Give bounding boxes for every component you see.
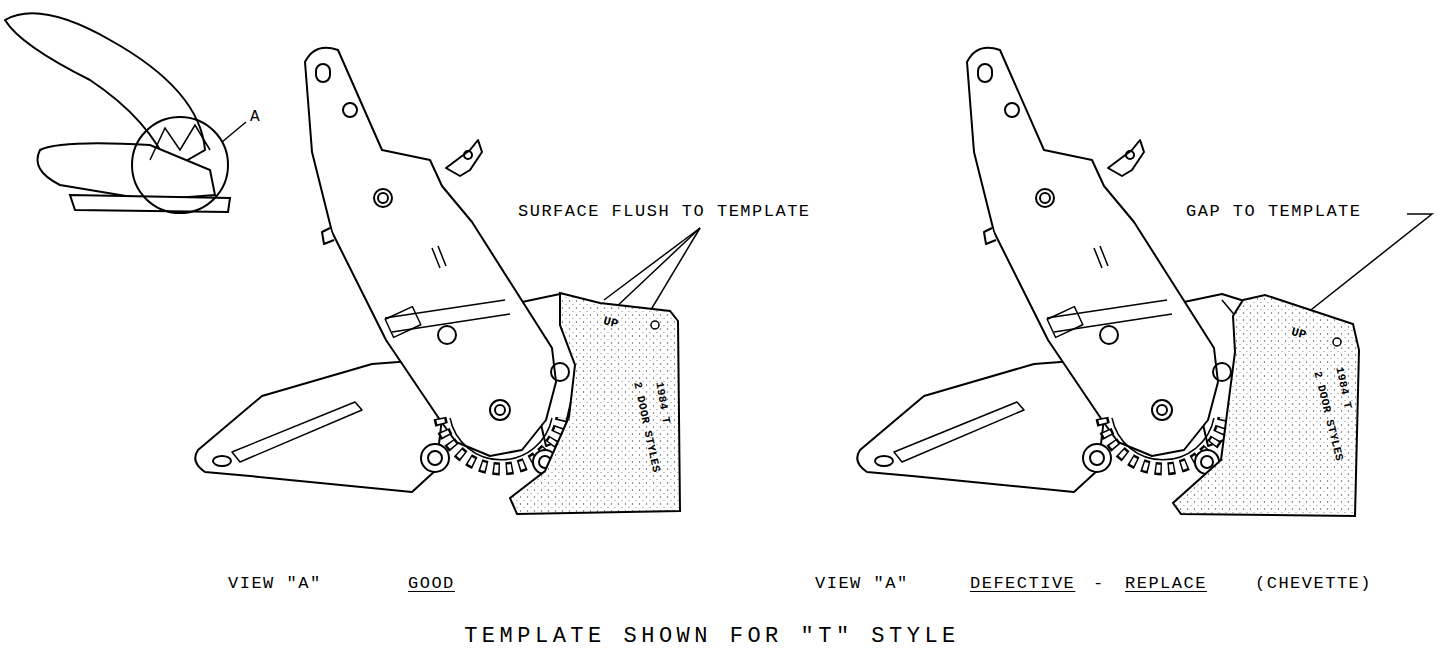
annotation-label: GAP TO TEMPLATE bbox=[1186, 202, 1362, 222]
seat-inset bbox=[5, 13, 246, 213]
annotation-label: GOOD bbox=[408, 574, 455, 594]
annotation-label: VIEW "A" bbox=[815, 574, 909, 594]
template-outline bbox=[1165, 290, 1365, 525]
annotation-label: DEFECTIVE bbox=[970, 574, 1075, 594]
annotation-label: SURFACE FLUSH TO TEMPLATE bbox=[518, 202, 811, 222]
annotation-label: (CHEVETTE) bbox=[1255, 574, 1372, 594]
figure-caption: TEMPLATE SHOWN FOR "T" STYLE bbox=[464, 624, 960, 650]
view-callout: A bbox=[250, 108, 261, 127]
annotation-label: VIEW "A" bbox=[228, 574, 322, 594]
hinge-defective bbox=[857, 48, 1254, 492]
template-plate: UP1984 T2 DOOR STYLES bbox=[505, 285, 685, 520]
annotation-label: - bbox=[1093, 574, 1105, 594]
hinge-good bbox=[195, 48, 592, 492]
annotation-label: REPLACE bbox=[1125, 574, 1207, 594]
template-plate: UP1984 T2 DOOR STYLES bbox=[1165, 290, 1365, 525]
